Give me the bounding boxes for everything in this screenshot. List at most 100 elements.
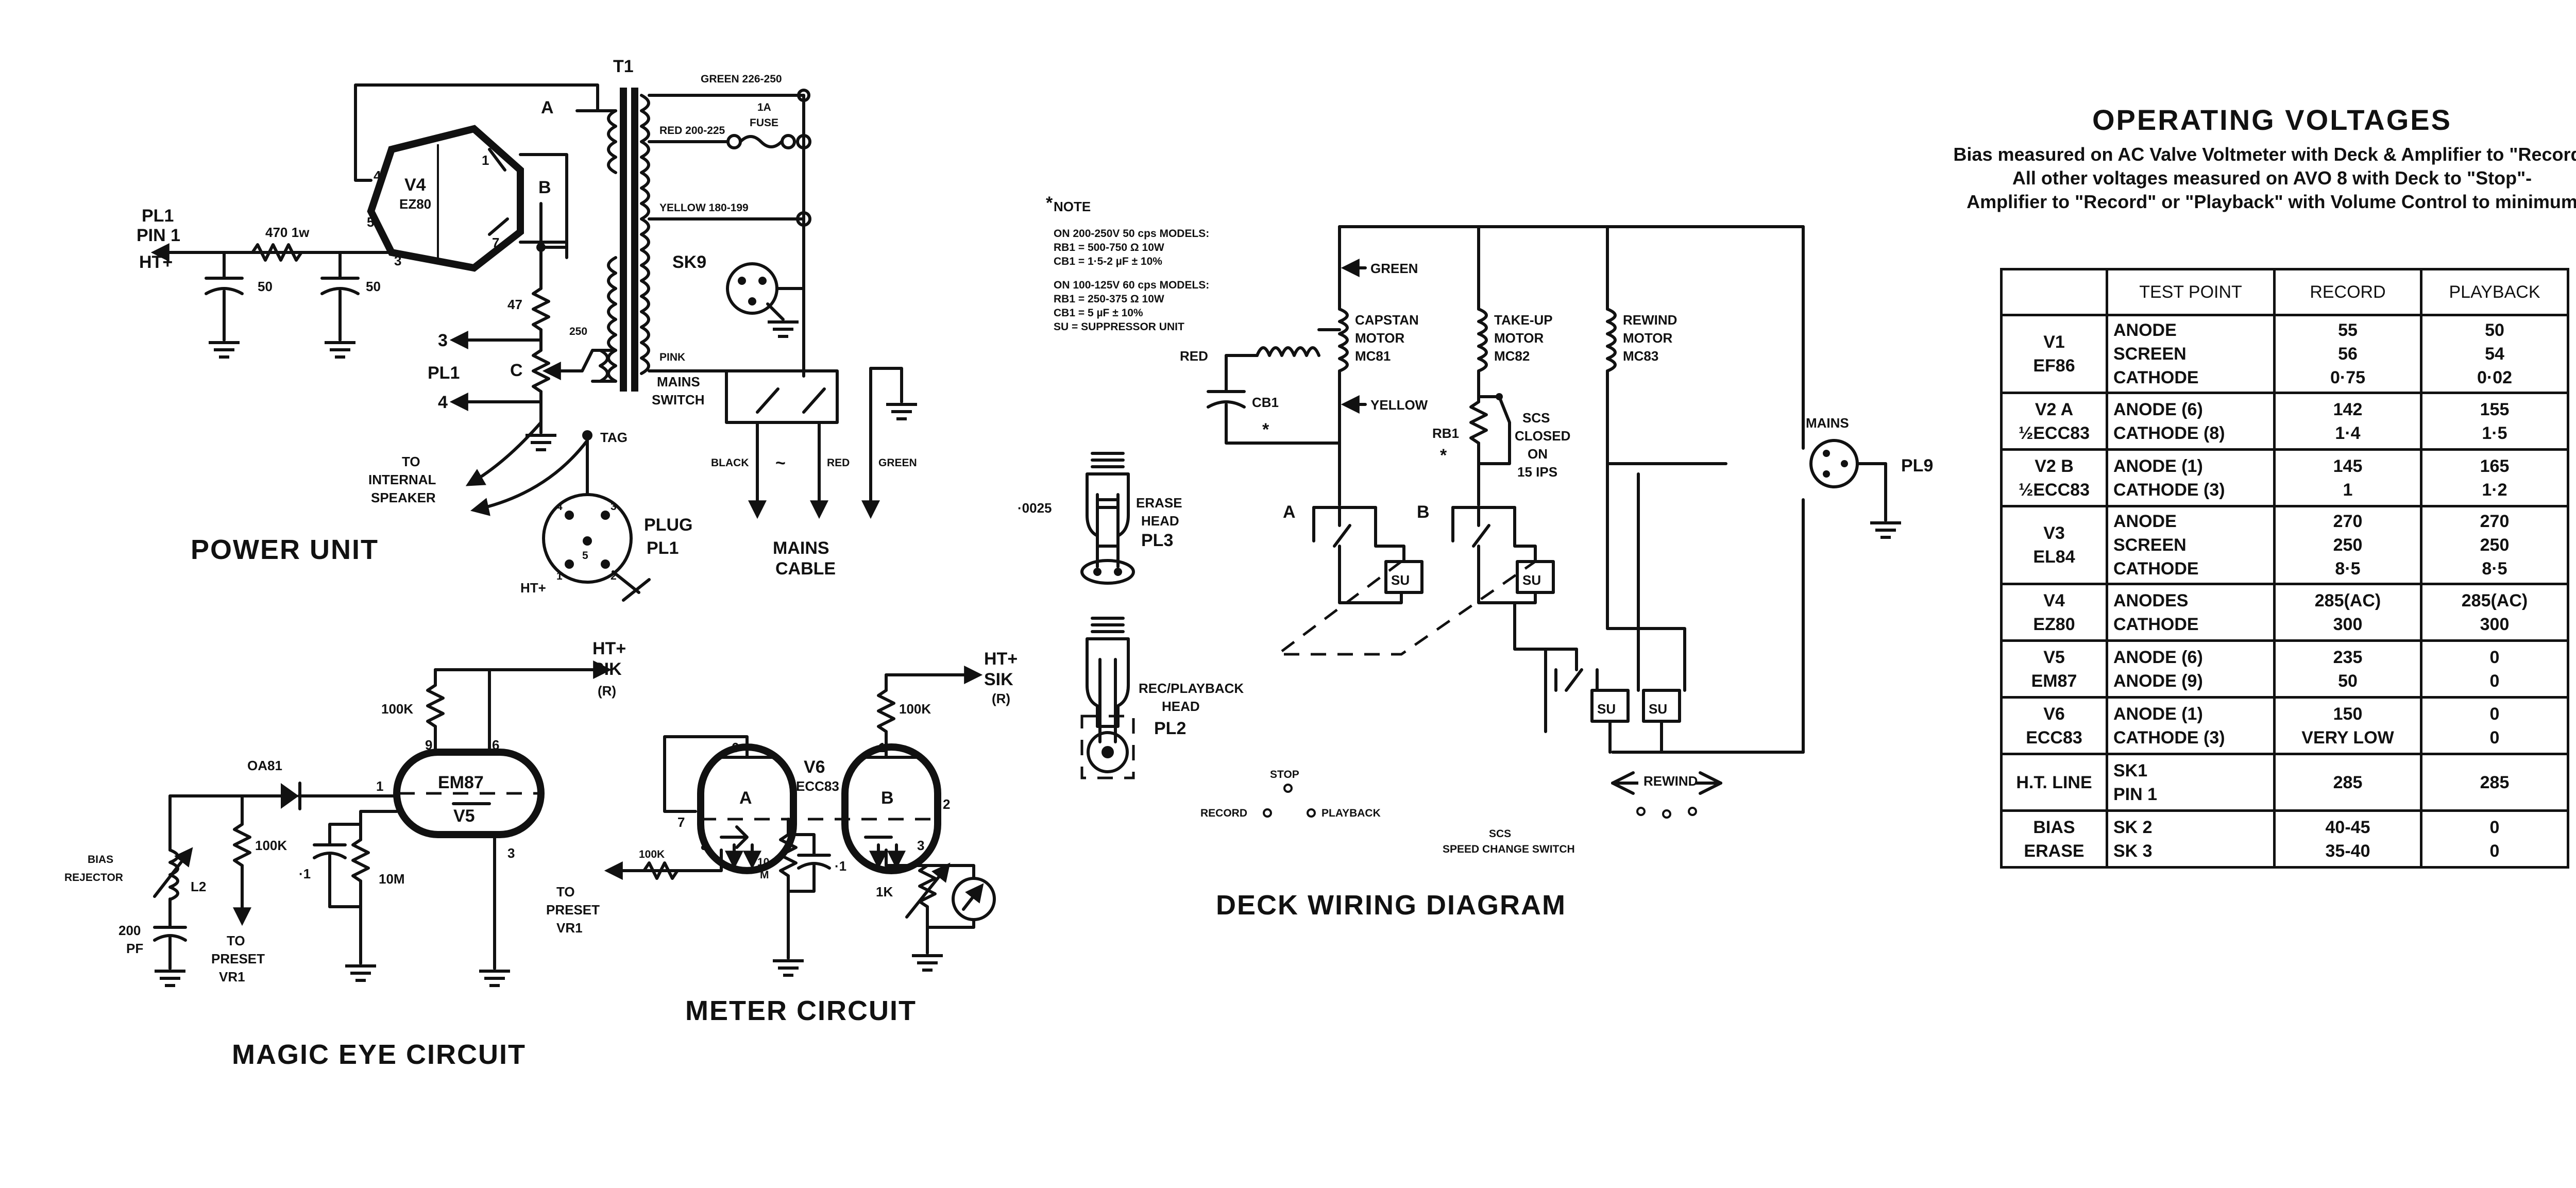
primary-winding: [640, 94, 650, 375]
cell-line: 0·75: [2330, 368, 2366, 387]
svg-text:SCS: SCS: [1522, 410, 1550, 426]
svg-text:PL9: PL9: [1901, 456, 1933, 476]
cell-playback: 285: [2420, 753, 2569, 812]
out-4: 4: [438, 393, 448, 412]
cell-line: 0: [2489, 671, 2500, 691]
cell-line: SK1: [2113, 760, 2148, 780]
svg-text:ON 100-125V 60 cps MODELS:: ON 100-125V 60 cps MODELS:: [1054, 279, 1209, 291]
cell-line: EL84: [2033, 547, 2075, 567]
svg-text:GREEN: GREEN: [1370, 261, 1418, 276]
cap-1-label: 50: [258, 279, 273, 294]
svg-text:PL3: PL3: [1141, 531, 1173, 550]
transformer-label: T1: [613, 57, 634, 76]
out-3: 3: [438, 331, 448, 350]
cell-record: 285: [2273, 753, 2422, 812]
pl1-ht: HT+: [139, 252, 173, 272]
svg-text:REC/PLAYBACK: REC/PLAYBACK: [1139, 681, 1244, 696]
mains-switch-label-1: MAINS: [657, 374, 700, 389]
svg-text:MOTOR: MOTOR: [1494, 330, 1544, 346]
svg-text:1K: 1K: [876, 884, 893, 900]
tag-label: TAG: [600, 430, 628, 445]
svg-text:HEAD: HEAD: [1162, 699, 1200, 714]
cell-valve: H.T. LINE: [2000, 753, 2108, 812]
cell-line: 285(AC): [2461, 590, 2528, 610]
voltages-note-3: Amplifier to "Record" or "Playback" with…: [1967, 191, 2576, 212]
takeup-motor-coil: [1477, 308, 1488, 372]
cell-points: ANODE (1)CATHODE (3): [2106, 448, 2276, 507]
cell-line: EZ80: [2033, 614, 2075, 634]
svg-text:1: 1: [878, 740, 886, 755]
cell-line: EF86: [2033, 356, 2075, 376]
v4-label: V4: [404, 175, 426, 195]
svg-text:CB1 = 5 µF ± 10%: CB1 = 5 µF ± 10%: [1054, 307, 1143, 319]
svg-text:8: 8: [701, 838, 708, 853]
v6-label: V6: [804, 757, 825, 777]
tap-red: RED 200-225: [659, 125, 725, 137]
cell-line: 54: [2485, 344, 2504, 364]
cell-line: SCREEN: [2113, 535, 2187, 555]
svg-text:4: 4: [374, 168, 381, 183]
svg-text:3: 3: [917, 838, 924, 853]
cell-line: 1·5: [2482, 423, 2507, 443]
svg-text:BIAS: BIAS: [88, 854, 113, 865]
cell-line: ANODE (9): [2113, 671, 2203, 691]
svg-text:2: 2: [943, 796, 950, 812]
cell-line: 0·02: [2477, 368, 2513, 387]
cell-line: ANODE (1): [2113, 704, 2203, 724]
cell-line: VERY LOW: [2301, 727, 2394, 748]
svg-text:PLAYBACK: PLAYBACK: [1321, 807, 1381, 819]
svg-text:RB1 = 250-375 Ω 10W: RB1 = 250-375 Ω 10W: [1054, 293, 1164, 305]
header-record: RECORD: [2273, 268, 2422, 316]
svg-text:10M: 10M: [379, 871, 405, 887]
svg-text:100K: 100K: [639, 848, 665, 860]
cell-line: 50: [2338, 671, 2358, 691]
svg-text:MAINS: MAINS: [1806, 415, 1849, 431]
cell-line: 50: [2485, 320, 2504, 340]
note-asterisk: *: [1046, 193, 1053, 213]
cell-line: CATHODE: [2113, 368, 2199, 387]
mains-switch-box: [725, 369, 839, 424]
svg-text:1: 1: [376, 778, 383, 794]
cell-line: CATHODE (3): [2113, 727, 2225, 748]
cell-line: 1·2: [2482, 480, 2507, 500]
meter-section: HT+ SIK (R) 100K A B V6 ECC83 6 7 8: [546, 649, 1018, 1026]
svg-text:*: *: [1440, 446, 1447, 465]
svg-text:CLOSED: CLOSED: [1515, 428, 1570, 444]
resistor-47: [532, 287, 550, 331]
resistor-470: [251, 243, 303, 262]
cell-line: CATHODE: [2113, 614, 2199, 634]
ht-winding: [607, 256, 617, 383]
power-unit-section: T1 GREEN 226-250 RED 200-225 YELLOW 180-…: [137, 57, 917, 602]
em87-tube: [393, 749, 545, 838]
magic-eye-title: MAGIC EYE CIRCUIT: [232, 1039, 526, 1070]
svg-text:1: 1: [556, 570, 563, 582]
cell-line: 285: [2480, 772, 2510, 792]
header-test-point: TEST POINT: [2106, 268, 2276, 316]
svg-text:CB1: CB1: [1252, 395, 1279, 410]
speaker-label-3: SPEAKER: [371, 490, 436, 505]
pl1-label: PL1: [142, 206, 174, 226]
cell-line: PIN 1: [2113, 784, 2158, 804]
cell-line: CATHODE (8): [2113, 423, 2225, 443]
svg-text:·1: ·1: [299, 866, 311, 881]
cell-line: V3: [2043, 523, 2065, 543]
svg-text:SU: SU: [1597, 701, 1616, 717]
cell-line: 165: [2480, 456, 2510, 476]
pot-c-label: C: [510, 361, 523, 380]
cell-line: SK 3: [2113, 841, 2153, 861]
cell-line: 300: [2333, 614, 2363, 634]
sk9-label: SK9: [672, 252, 706, 272]
cell-line: V2 A: [2035, 399, 2074, 419]
header-playback: PLAYBACK: [2420, 268, 2569, 316]
